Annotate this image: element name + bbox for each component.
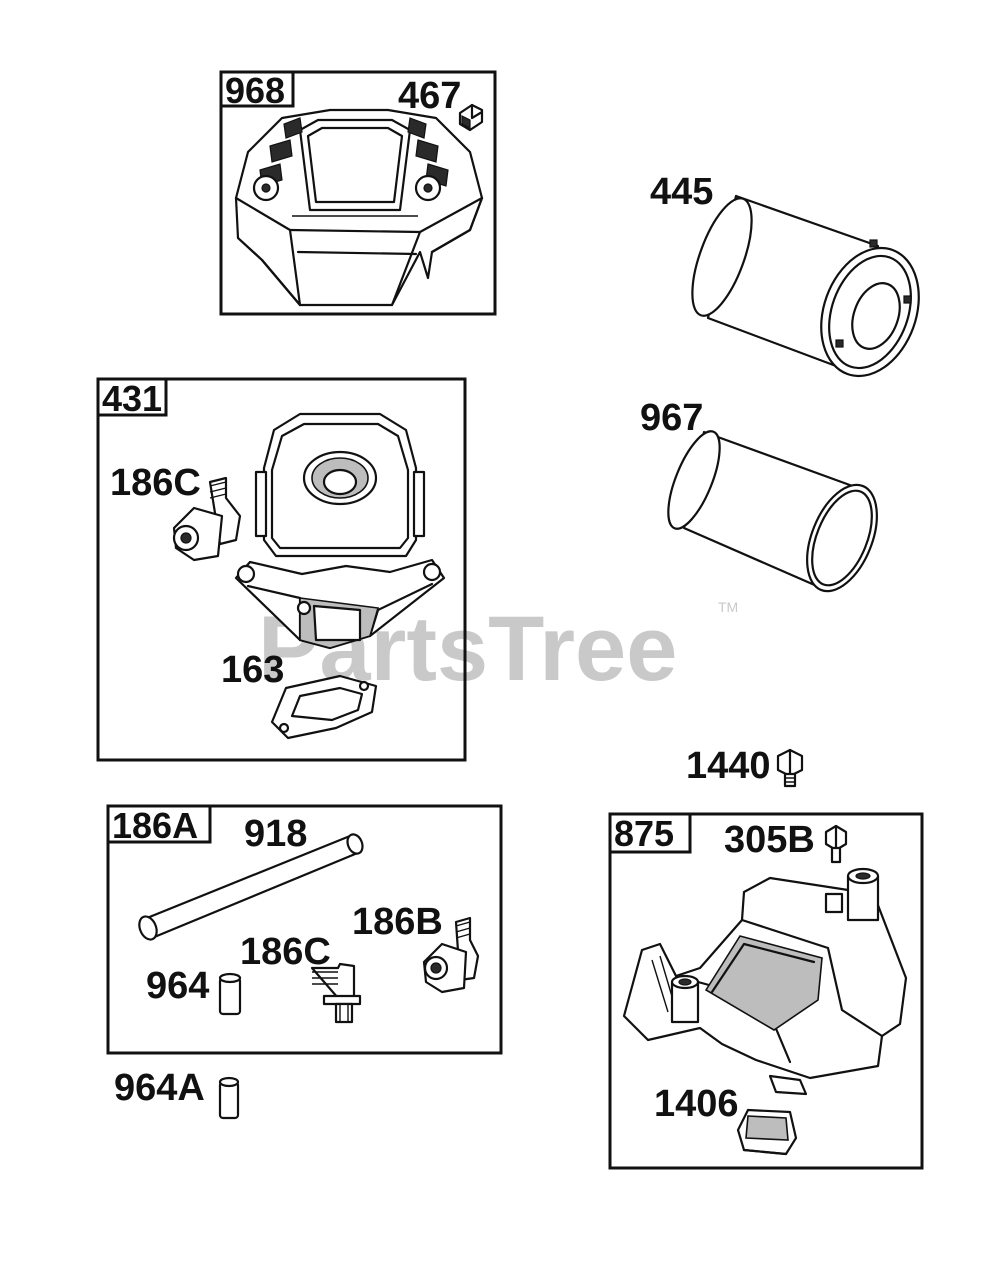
group-968: 968 467 — [219, 70, 497, 316]
part-label-163[interactable]: 163 — [221, 649, 284, 691]
part-186C-fitting-top[interactable] — [172, 476, 242, 562]
part-163-gasket[interactable] — [270, 674, 378, 740]
part-964-sleeve[interactable] — [218, 972, 242, 1016]
part-label-305B[interactable]: 305B — [724, 819, 815, 861]
part-1440-bolt[interactable] — [776, 748, 804, 788]
part-431-base[interactable] — [234, 412, 446, 650]
part-875-air-guide[interactable] — [622, 867, 908, 1096]
group-tag-box-875 — [608, 812, 692, 854]
part-label-467[interactable]: 467 — [398, 75, 461, 117]
part-label-967[interactable]: 967 — [640, 397, 703, 439]
group-tag-968[interactable]: 968 — [225, 70, 285, 111]
group-875: 875 305B 1406 — [608, 812, 924, 1170]
group-tag-box-968 — [219, 70, 295, 108]
part-label-186B[interactable]: 186B — [352, 901, 443, 943]
group-tag-186A[interactable]: 186A — [112, 805, 198, 846]
group-431: 431 186C 163 — [96, 377, 467, 762]
part-918-tube[interactable] — [136, 832, 365, 942]
part-186C-fitting-bottom[interactable] — [310, 962, 362, 1024]
part-label-445[interactable]: 445 — [650, 171, 713, 213]
group-box-968 — [219, 70, 497, 316]
part-186B-fitting[interactable] — [422, 916, 480, 994]
group-box-431 — [96, 377, 467, 762]
part-label-186C-bottom[interactable]: 186C — [240, 931, 331, 973]
part-1406-seal[interactable] — [736, 1108, 798, 1156]
part-964A-sleeve[interactable] — [218, 1076, 240, 1120]
part-968-cover[interactable] — [234, 108, 484, 307]
group-tag-431[interactable]: 431 — [102, 378, 162, 419]
group-box-186A — [106, 804, 503, 1055]
part-label-964A[interactable]: 964A — [114, 1067, 205, 1109]
part-445-filter[interactable] — [680, 191, 936, 390]
part-label-964[interactable]: 964 — [146, 965, 209, 1007]
part-305B-screw[interactable] — [824, 824, 848, 864]
group-box-875 — [608, 812, 924, 1170]
watermark-trademark: TM — [718, 599, 738, 615]
part-label-918[interactable]: 918 — [244, 813, 307, 855]
group-tag-box-186A — [106, 804, 212, 844]
group-186A: 186A 918 186B 186C 964 — [106, 804, 503, 1055]
part-label-1406[interactable]: 1406 — [654, 1083, 739, 1125]
part-label-186C-top[interactable]: 186C — [110, 462, 201, 504]
part-467-clip[interactable] — [458, 103, 484, 132]
group-tag-875[interactable]: 875 — [614, 813, 674, 854]
part-967-sleeve[interactable] — [658, 425, 891, 601]
part-label-1440[interactable]: 1440 — [686, 745, 771, 787]
group-tag-box-431 — [96, 377, 168, 417]
